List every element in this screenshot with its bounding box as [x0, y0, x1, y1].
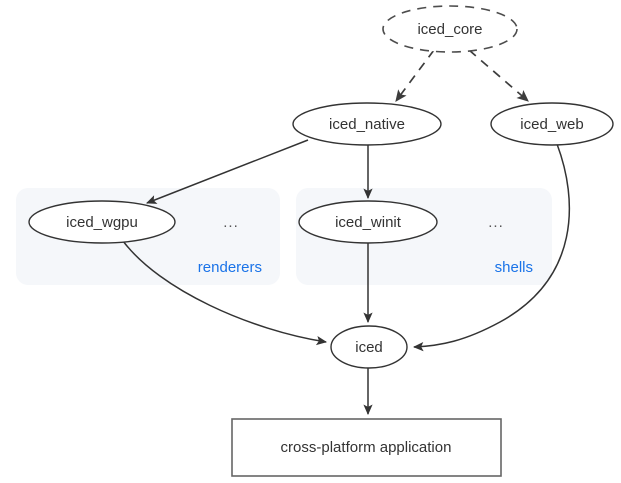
renderers-more-ellipsis: ... [223, 214, 239, 231]
iced-native-ellipse[interactable] [292, 102, 442, 146]
edge-wgpu-to-iced [122, 240, 328, 346]
iced-wgpu-ellipse[interactable] [28, 200, 176, 244]
node-application[interactable]: cross-platform application [231, 418, 502, 477]
iced-web-label: iced_web [520, 116, 583, 133]
application-rect[interactable] [231, 418, 502, 477]
edge-core-to-native [395, 49, 435, 102]
application-label: cross-platform application [281, 439, 452, 456]
iced-web-ellipse[interactable] [490, 102, 614, 146]
iced-core-label: iced_core [417, 21, 482, 38]
renderers-group-label: renderers [198, 259, 262, 276]
node-iced[interactable]: iced [330, 325, 408, 369]
iced-ellipse[interactable] [330, 325, 408, 369]
node-iced-core[interactable]: iced_core [382, 5, 518, 53]
iced-core-ellipse[interactable] [382, 5, 518, 53]
edge-web-to-iced [412, 143, 571, 352]
shells-group-label: shells [495, 259, 533, 276]
iced-label: iced [355, 339, 383, 356]
edge-native-to-wgpu [146, 139, 309, 204]
iced-winit-ellipse[interactable] [298, 200, 438, 244]
node-iced-wgpu[interactable]: iced_wgpu [28, 200, 176, 244]
iced-winit-label: iced_winit [335, 214, 402, 231]
node-iced-web[interactable]: iced_web [490, 102, 614, 146]
iced-wgpu-label: iced_wgpu [66, 214, 138, 231]
shells-more-ellipsis: ... [488, 214, 504, 231]
iced-native-label: iced_native [329, 116, 405, 133]
node-iced-native[interactable]: iced_native [292, 102, 442, 146]
edge-core-to-web [468, 49, 529, 102]
node-iced-winit[interactable]: iced_winit [298, 200, 438, 244]
